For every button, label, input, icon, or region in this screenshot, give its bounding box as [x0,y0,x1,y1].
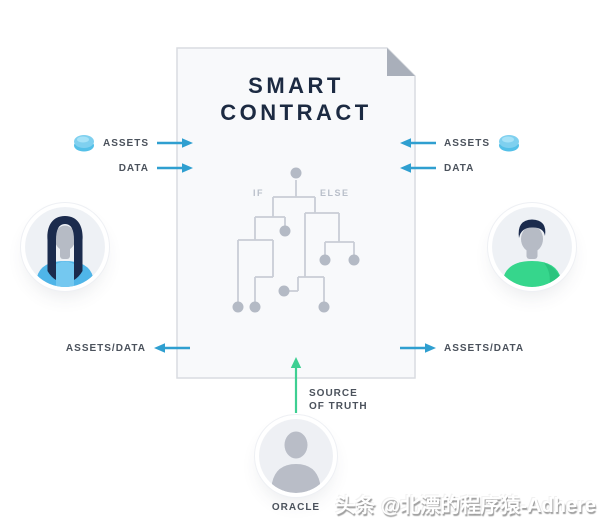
tree-branches [237,180,355,302]
arrow-right-icon [157,163,193,173]
right-data-label: DATA [444,162,475,174]
source-line1: SOURCE [309,388,358,399]
left-data-label: DATA [118,162,149,174]
tree-node [318,301,330,313]
contract-title-line1: SMART [248,73,344,98]
contract-title: SMART CONTRACT [177,72,415,126]
tree-node [290,167,302,179]
oracle-label: ORACLE [271,502,321,513]
assets-coin-icon [73,135,94,152]
left-output-label: ASSETS/DATA [65,342,146,354]
contract-title-line2: CONTRACT [220,100,372,125]
assets-coin-icon [499,135,520,152]
tree-node [348,254,360,266]
arrow-left-icon [154,343,190,353]
arrow-right-icon [400,343,436,353]
tree-node [319,254,331,266]
truth-arrow-icon [290,357,302,413]
tree-node [232,301,244,313]
tree-node [249,301,261,313]
tree-nodes [232,167,360,313]
right-data-row: DATA [400,158,474,178]
page-fold-corner [387,48,415,76]
right-party-avatar [492,207,572,287]
left-data-row: DATA [119,158,193,178]
tree-node [279,225,291,237]
arrow-left-icon [400,138,436,148]
right-assets-label: ASSETS [444,137,491,149]
decision-tree: IF ELSE [232,167,360,313]
arrow-right-icon [157,138,193,148]
right-assets-row: ASSETS [400,133,520,153]
else-label: ELSE [320,188,350,198]
tree-node [278,285,290,297]
arrow-left-icon [400,163,436,173]
left-assets-label: ASSETS [102,137,149,149]
left-party-avatar [25,207,105,287]
left-assets-row: ASSETS [73,133,193,153]
watermark-text: 头条 @北漂的程序猿-Adhere [335,495,596,517]
oracle-avatar [259,419,333,493]
if-label: IF [253,188,264,198]
right-output-row: ASSETS/DATA [400,338,524,358]
contract-document [176,47,416,379]
source-line2: OF TRUTH [309,401,368,412]
right-output-label: ASSETS/DATA [444,342,525,354]
left-output-row: ASSETS/DATA [66,338,190,358]
source-of-truth-label: SOURCE OF TRUTH [309,387,368,413]
